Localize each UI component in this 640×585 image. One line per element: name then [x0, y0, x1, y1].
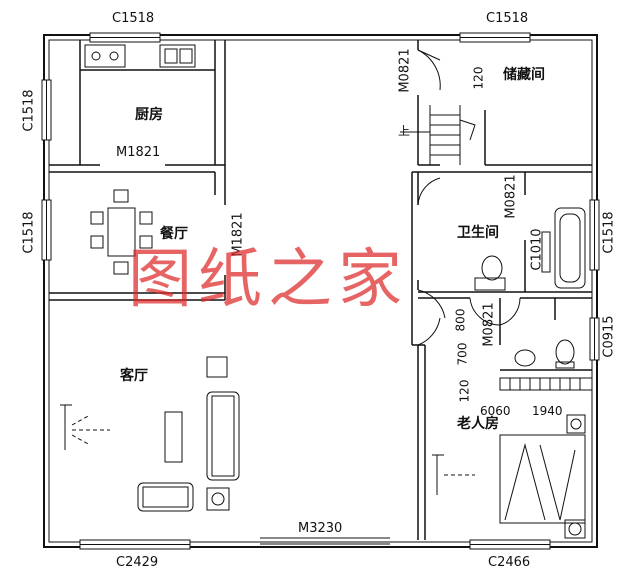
- door-label-bathroom: M0821: [503, 174, 519, 219]
- window-label-bathroom: C1010: [529, 228, 545, 271]
- room-label-bathroom: 卫生间: [457, 225, 499, 241]
- exterior-walls: [43, 34, 598, 548]
- door-label-entrance: M3230: [298, 521, 343, 536]
- door-label-bedroom-bath: M0821: [481, 302, 497, 347]
- living-furniture: [60, 356, 240, 512]
- dim-120: 120: [457, 379, 472, 403]
- door-swings: [417, 49, 521, 346]
- interior-walls: [49, 40, 592, 540]
- window-label-top-right: C1518: [486, 11, 529, 26]
- window-label-right-middle: C1518: [601, 211, 617, 254]
- door-label-kitchen: M1821: [116, 145, 161, 160]
- entrance-door: [260, 537, 390, 545]
- window-label-top-left: C1518: [112, 11, 155, 26]
- window-label-bottom-left: C2429: [116, 555, 159, 570]
- dim-storage-120: 120: [471, 66, 486, 90]
- room-label-kitchen: 厨房: [135, 107, 163, 123]
- kitchen-fixtures: [84, 44, 196, 68]
- dining-table: [90, 189, 153, 275]
- staircase: [400, 105, 476, 165]
- room-label-dining: 餐厅: [160, 226, 188, 242]
- dim-6060: 6060: [480, 404, 511, 418]
- room-label-storage: 储藏间: [503, 67, 545, 83]
- watermark: 图纸之家: [128, 243, 408, 317]
- window-label-bottom-right: C2466: [488, 555, 531, 570]
- room-label-elder-bedroom: 老人房: [457, 416, 499, 432]
- door-label-storage: M0821: [397, 48, 413, 93]
- bathroom-fixtures: [474, 207, 586, 369]
- window-symbols: [41, 32, 600, 550]
- stair-up-label: 上: [398, 124, 411, 138]
- window-label-left-upper: C1518: [21, 89, 37, 132]
- dim-1940: 1940: [532, 404, 563, 418]
- room-label-living: 客厅: [120, 368, 148, 384]
- dim-800: 800: [453, 308, 468, 332]
- bedroom-furniture: [432, 377, 593, 539]
- dim-700: 700: [455, 342, 470, 366]
- window-label-left-lower: C1518: [21, 211, 37, 254]
- window-label-right-lower: C0915: [601, 315, 617, 358]
